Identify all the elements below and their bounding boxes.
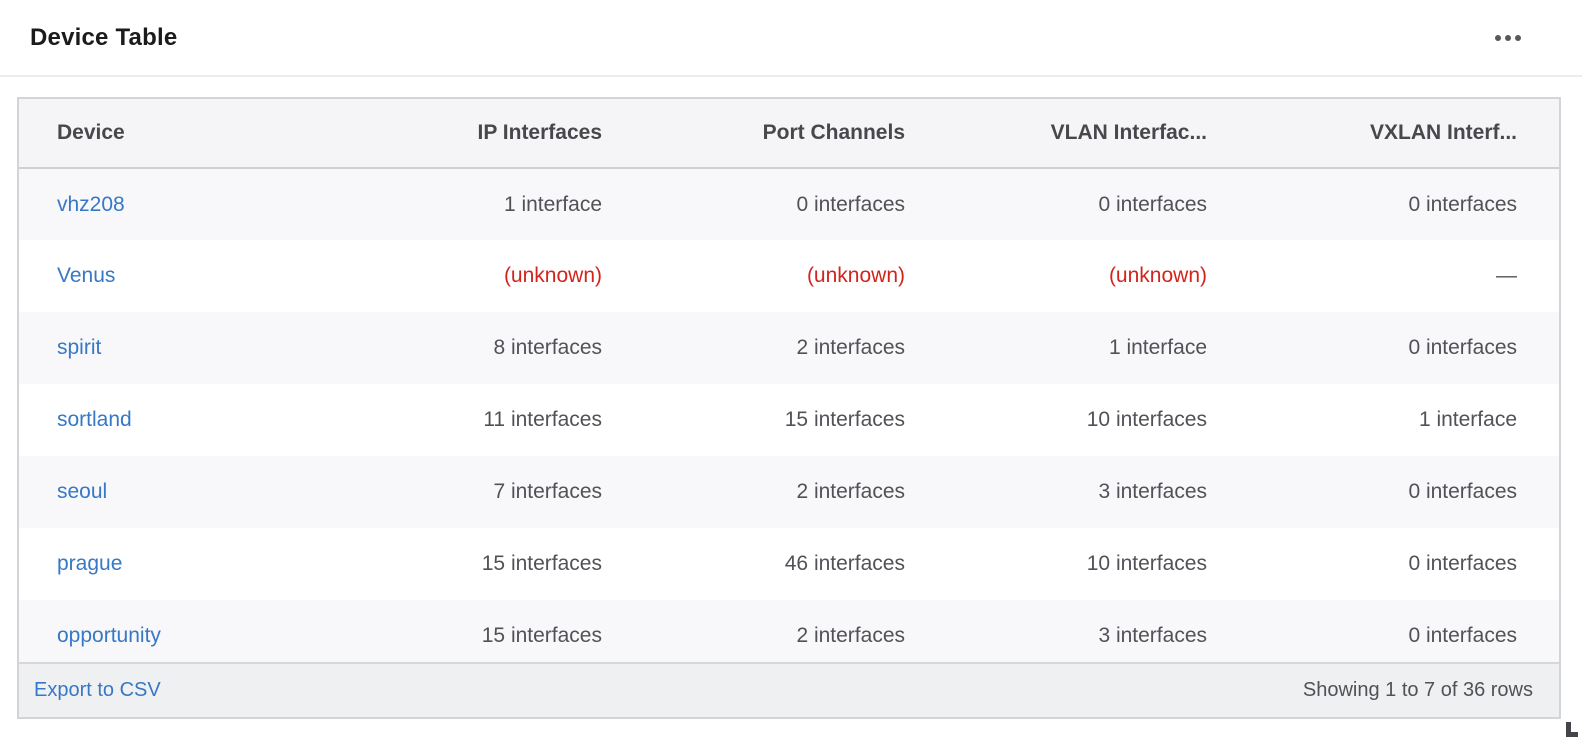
table-cell: 46 interfaces: [784, 552, 905, 575]
table-row: vhz208 1 interface 0 interfaces 0 interface…: [19, 168, 1559, 240]
column-header-vlan-interfac[interactable]: VLAN Interfac...: [947, 99, 1249, 169]
column-header-port-channels[interactable]: Port Channels: [644, 99, 947, 169]
ellipsis-icon: [1515, 34, 1521, 41]
device-link[interactable]: opportunity: [57, 624, 161, 647]
table-cell: 15 interfaces: [784, 408, 905, 431]
panel-titlebar: Device Table: [0, 0, 1582, 77]
table-cell: 11 interfaces: [483, 408, 602, 431]
table-cell: seoul: [19, 456, 389, 528]
table-cell: 0 interfaces: [1408, 192, 1517, 216]
table-cell: 3 interfaces: [1098, 480, 1207, 503]
table-cell: 10 interfaces: [1086, 408, 1207, 431]
table-row: seoul 7 interfaces 2 interfaces 3 interface…: [19, 456, 1559, 528]
table-cell: vhz208: [19, 168, 389, 240]
device-link[interactable]: prague: [57, 552, 123, 575]
ellipsis-icon: [1495, 34, 1501, 41]
device-link[interactable]: vhz208: [57, 192, 125, 216]
table-cell: 8 interfaces: [493, 336, 602, 359]
device-link[interactable]: sortland: [57, 408, 132, 431]
device-link[interactable]: Venus: [57, 264, 116, 287]
table-row: spirit 8 interfaces 2 interfaces 1 interfac…: [19, 312, 1559, 384]
table-cell: 1 interface: [1108, 336, 1207, 359]
table-row: opportunity 15 interfaces 2 interfaces 3 in…: [19, 600, 1559, 662]
table-cell: (unknown): [1108, 264, 1207, 287]
table-cell: sortland: [19, 384, 389, 456]
ellipsis-icon: [1505, 34, 1511, 41]
export-to-csv-link[interactable]: Export to CSV: [34, 679, 161, 701]
table-cell: 0 interfaces: [1408, 624, 1517, 647]
table-cell: Venus: [19, 240, 389, 312]
device-link[interactable]: seoul: [57, 480, 108, 503]
table-cell: 2 interfaces: [796, 624, 905, 647]
table-cell: 0 interfaces: [1408, 480, 1517, 503]
table-cell: 2 interfaces: [796, 336, 905, 359]
ellipsis-menu-button[interactable]: [1493, 29, 1523, 47]
table-row: Venus (unknown) (unknown) (unknown) —: [19, 240, 1559, 312]
table-cell: 0 interfaces: [1408, 336, 1517, 359]
table-cell: opportunity: [19, 600, 389, 662]
page-title: Device Table: [30, 23, 178, 51]
table-footer: Export to CSV Showing 1 to 7 of 36 rows: [19, 662, 1559, 717]
table-cell: 0 interfaces: [1408, 552, 1517, 575]
table-cell: 10 interfaces: [1086, 552, 1207, 575]
table-cell: 3 interfaces: [1098, 624, 1207, 647]
table-cell: 7 interfaces: [493, 480, 602, 503]
table-cell: 2 interfaces: [796, 480, 905, 503]
device-link[interactable]: spirit: [57, 336, 102, 359]
table-cell: 1 interface: [1418, 408, 1517, 431]
table-cell: prague: [19, 528, 389, 600]
column-header-ip-interfaces[interactable]: IP Interfaces: [389, 99, 644, 169]
table-cell: 0 interfaces: [796, 192, 905, 216]
table-cell: 0 interfaces: [1098, 192, 1207, 216]
row-count-status: Showing 1 to 7 of 36 rows: [1302, 679, 1533, 701]
column-header-vxlan-interf[interactable]: VXLAN Interf...: [1249, 99, 1559, 169]
table-cell: 1 interface: [503, 192, 602, 216]
table-cell: (unknown): [806, 264, 905, 287]
table-cell: (unknown): [503, 264, 602, 287]
table-cell: 15 interfaces: [481, 624, 602, 647]
table-cell: spirit: [19, 312, 389, 384]
table-cell: 15 interfaces: [481, 552, 602, 575]
table-row: prague 15 interfaces 46 interfaces 10 inter…: [19, 528, 1559, 600]
table-cell: —: [1496, 264, 1517, 287]
column-header-device[interactable]: Device: [19, 99, 389, 169]
table-row: sortland 11 interfaces 15 interfaces 10 int…: [19, 384, 1559, 456]
scroll-corner-icon: [1566, 722, 1578, 737]
